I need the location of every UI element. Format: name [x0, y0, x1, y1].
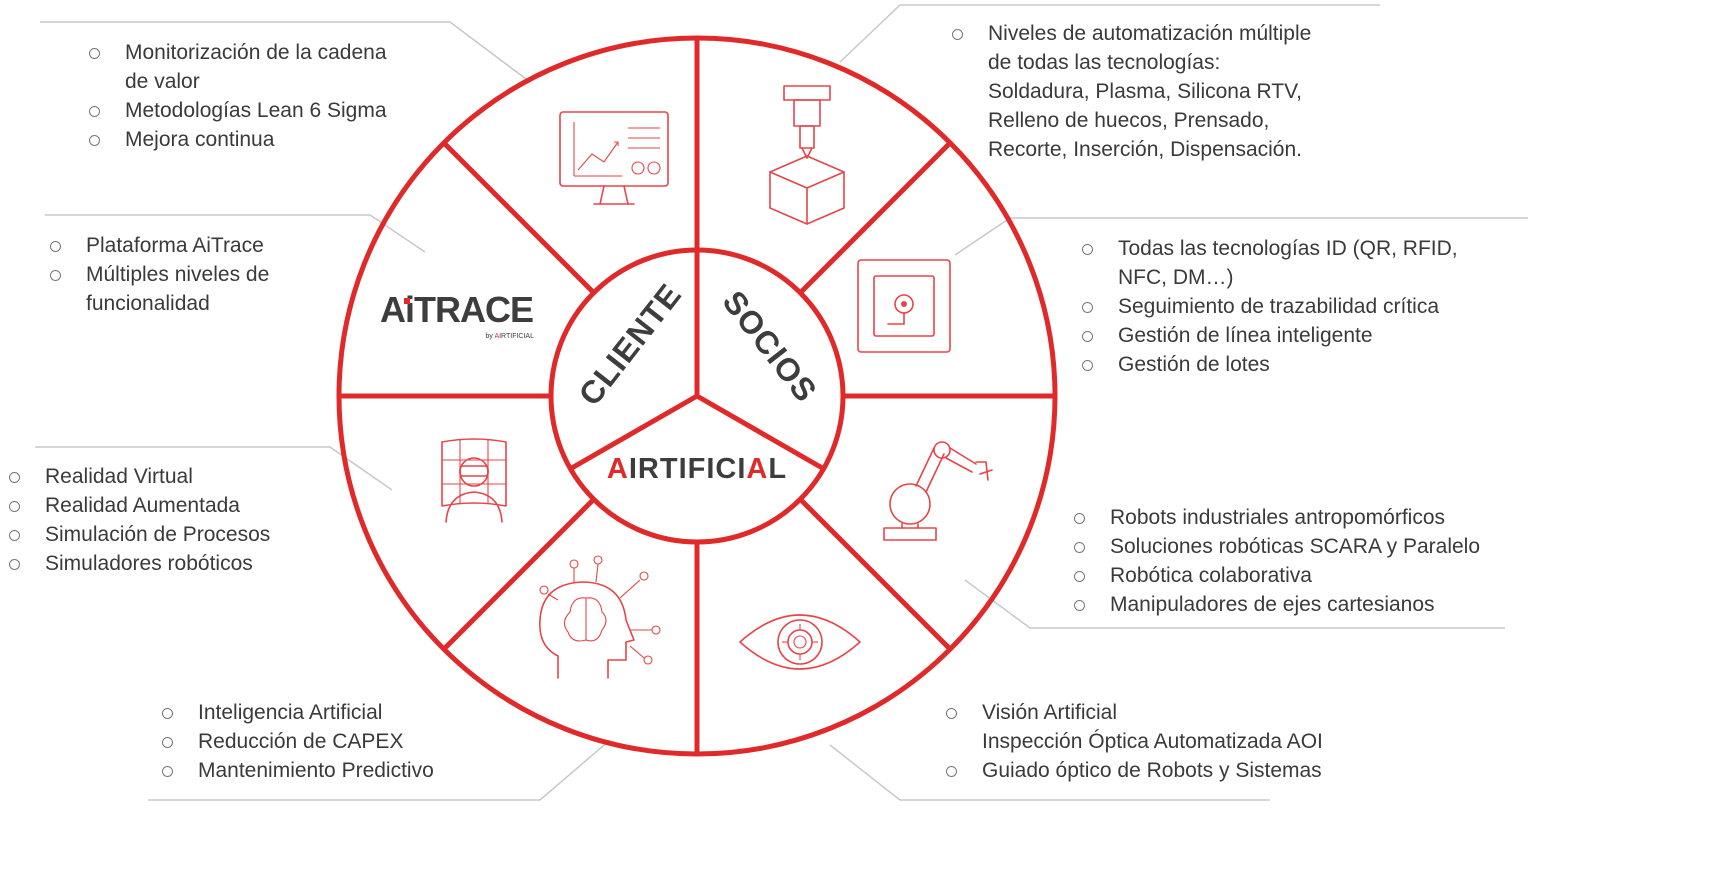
list-item: Soluciones robóticas SCARA y Paralelo — [1071, 532, 1581, 561]
list-item: Mantenimiento Predictivo — [159, 756, 499, 785]
list-item: Todas las tecnologías ID (QR, RFID,NFC, … — [1079, 234, 1549, 292]
leader-left-lower — [35, 446, 393, 491]
leader-top-right — [839, 4, 1380, 63]
spoke-top-left — [442, 141, 601, 300]
leader-left-upper — [45, 214, 426, 253]
list-item: Robots industriales antropomórficos — [1071, 503, 1581, 532]
list-item: Inteligencia Artificial — [159, 698, 499, 727]
spoke-top-right — [793, 141, 952, 300]
eye-gear-icon — [739, 614, 861, 670]
list-item: Simulación de Procesos — [6, 520, 346, 549]
list-item: Manipuladores de ejes cartesianos — [1071, 590, 1581, 619]
leader-bottom-right — [829, 744, 1270, 801]
leader-top-left — [40, 21, 531, 83]
svg-text:by AIRTIFICIAL: by AIRTIFICIAL — [485, 333, 534, 340]
leader-bottom-left — [148, 739, 611, 801]
list-item: Robótica colaborativa — [1071, 561, 1581, 590]
robot-arm-icon — [883, 441, 993, 541]
rfid-tag-icon — [857, 259, 951, 353]
list-item: Reducción de CAPEX — [159, 727, 499, 756]
spoke-bottom-right — [793, 492, 952, 651]
hub-dividers — [568, 250, 826, 472]
list-item: Plataforma AiTrace — [47, 231, 367, 260]
list-item: Niveles de automatización múltiple de to… — [949, 19, 1409, 164]
list-item: Realidad Virtual — [6, 462, 346, 491]
wheel-spokes — [339, 38, 1055, 754]
block-left-lower: Realidad Virtual Realidad Aumentada Simu… — [6, 462, 346, 578]
block-top-right: Niveles de automatización múltiple de to… — [949, 19, 1409, 164]
list-item: Realidad Aumentada — [6, 491, 346, 520]
list-item: Gestión de línea inteligente — [1079, 321, 1549, 350]
hub-brand-logo: AIRTIFICIAL — [607, 453, 787, 485]
list-item: Gestión de lotes — [1079, 350, 1549, 379]
block-right-lower: Robots industriales antropomórficos Solu… — [1071, 503, 1581, 619]
leader-right-lower — [964, 579, 1505, 629]
list-item: Simuladores robóticos — [6, 549, 346, 578]
list-item: Guiado óptico de Robots y Sistemas — [943, 756, 1403, 785]
svg-text:AiTRACE: AiTRACE — [380, 289, 533, 330]
list-item: Metodologías Lean 6 Sigma — [86, 96, 466, 125]
brain-circuit-icon — [539, 555, 661, 679]
block-bottom-left: Inteligencia Artificial Reducción de CAP… — [159, 698, 499, 785]
aitrace-logo: AiTRACE by AIRTIFICIAL — [380, 289, 534, 340]
block-right-upper: Todas las tecnologías ID (QR, RFID,NFC, … — [1079, 234, 1549, 379]
vr-user-icon — [441, 438, 507, 523]
spoke-bottom-left — [442, 492, 601, 651]
leader-lines — [35, 4, 1528, 801]
dispenser-machine-icon — [769, 85, 845, 225]
monitor-chart-icon — [559, 111, 669, 205]
list-item: Seguimiento de trazabilidad crítica — [1079, 292, 1549, 321]
list-item: Mejora continua — [86, 125, 466, 154]
